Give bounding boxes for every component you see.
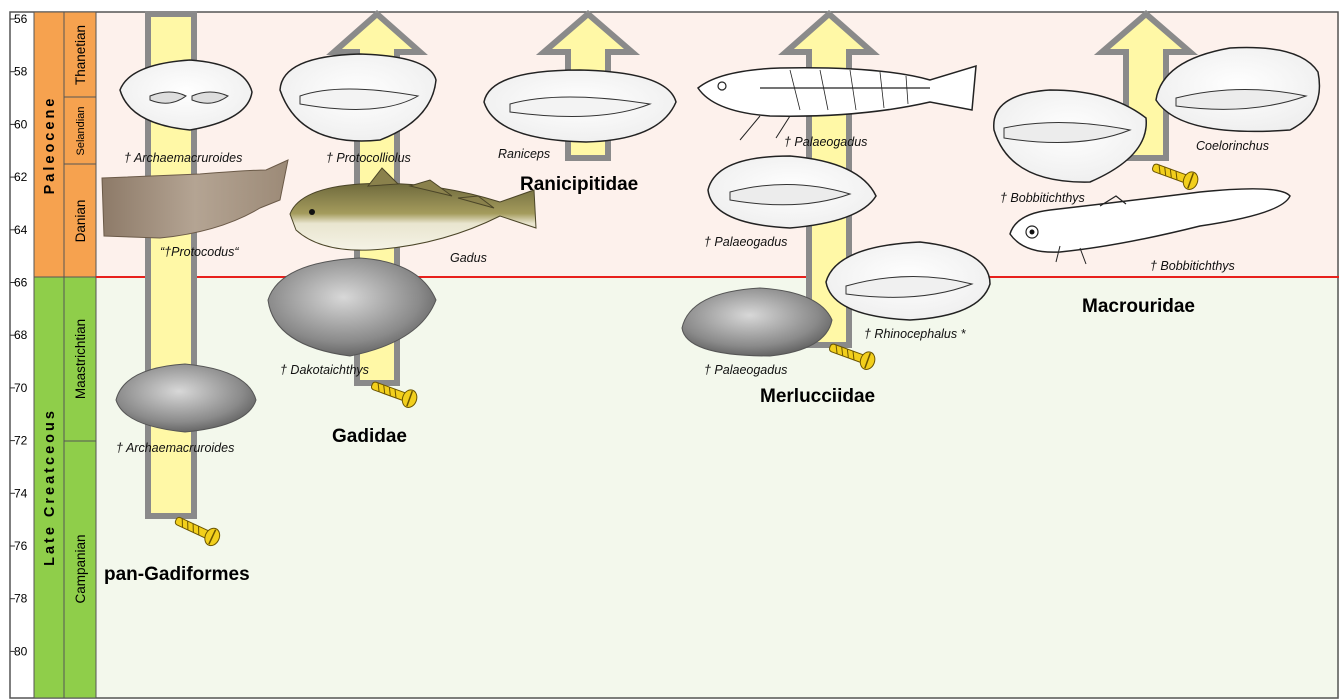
specimen-label-archaemacruroides-bottom: † Archaemacruroides xyxy=(116,441,234,455)
family-label-merlucciidae: Merlucciidae xyxy=(760,386,875,407)
specimen-label-rhinocephalus: † Rhinocephalus * xyxy=(864,327,967,341)
stage-label-thanetian: Thanetian xyxy=(73,25,88,85)
specimen-label-protocolliolus: † Protocolliolus xyxy=(326,151,411,165)
specimen-label-coelorinchus: Coelorinchus xyxy=(1196,139,1269,153)
stage-label-maastrichtian: Maastrichtian xyxy=(73,319,88,399)
axis-tick-label: 78 xyxy=(14,592,28,606)
specimen-label-palaeogadus-otolith: † Palaeogadus xyxy=(704,235,787,249)
specimen-label-palaeogadus-photo: † Palaeogadus xyxy=(704,363,787,377)
axis-tick-label: 76 xyxy=(14,539,28,553)
axis-tick-label: 60 xyxy=(14,117,28,131)
specimen-label-raniceps: Raniceps xyxy=(498,147,550,161)
specimen-label-bobbitichthys-otolith: † Bobbitichthys xyxy=(1000,191,1085,205)
axis-tick-label: 64 xyxy=(14,223,28,237)
stage-label-selandian: Selandian xyxy=(75,107,87,156)
specimen-label-gadus: Gadus xyxy=(450,251,487,265)
stage-label-campanian: Campanian xyxy=(73,534,88,603)
axis-tick-label: 62 xyxy=(14,170,28,184)
axis-tick-label: 66 xyxy=(14,276,28,290)
specimen-label-dakotaichthys: † Dakotaichthys xyxy=(280,363,369,377)
axis-tick-label: 56 xyxy=(14,12,28,26)
family-label-macrouridae: Macrouridae xyxy=(1082,296,1195,317)
axis-tick-label: 68 xyxy=(14,328,28,342)
axis-tick-label: 80 xyxy=(14,644,28,658)
specimen-label-bobbitichthys-fish: † Bobbitichthys xyxy=(1150,259,1235,273)
stage-label-danian: Danian xyxy=(73,200,88,243)
axis-tick-label: 70 xyxy=(14,381,28,395)
family-label-pan-gadiformes: pan-Gadiformes xyxy=(104,564,250,585)
specimen-label-palaeogadus-skeleton: † Palaeogadus xyxy=(784,135,867,149)
family-label-gadidae: Gadidae xyxy=(332,426,407,447)
axis-tick-label: 74 xyxy=(14,486,28,500)
family-label-ranicipitidae: Ranicipitidae xyxy=(520,174,638,195)
axis-tick-label: 72 xyxy=(14,434,28,448)
specimen-label-protocodus: “†Protocodus“ xyxy=(160,245,239,259)
axis-tick-label: 58 xyxy=(14,65,28,79)
specimen-label-archaemacruroides-top: † Archaemacruroides xyxy=(124,151,242,165)
era-label-paleocene: Paleocene xyxy=(42,96,58,195)
time-axis: 5658606264666870727476788082 xyxy=(10,12,28,699)
era-label-cretaceous: Late Creatceous xyxy=(42,408,58,566)
